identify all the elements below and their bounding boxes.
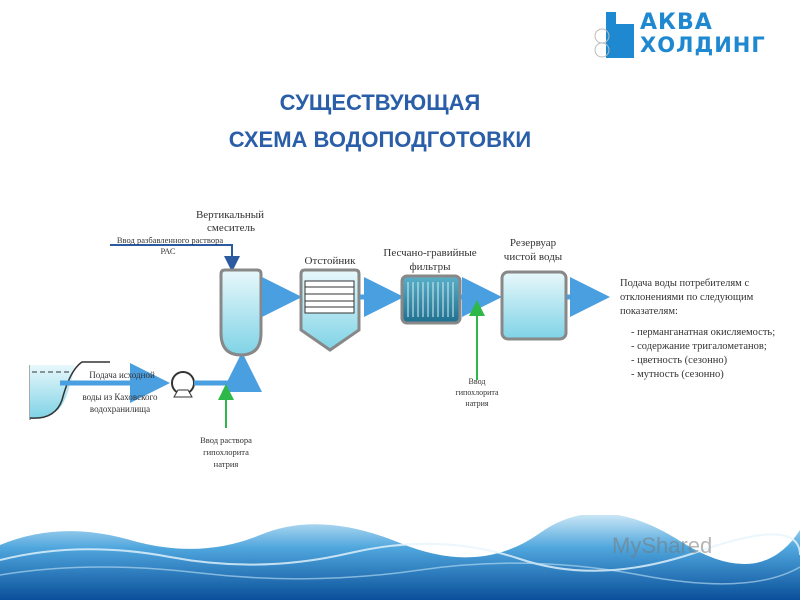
pipe-to-mixer [194, 352, 262, 392]
reservoir-label-2: чистой воды [504, 251, 563, 263]
source-label-3: водохранилища [90, 404, 150, 414]
pump-icon [171, 371, 195, 398]
hypo2-label-3: натрия [465, 399, 489, 408]
output-item: - перманганатная окисляемость; [631, 327, 775, 338]
filters-label-2: фильтры [410, 261, 452, 273]
hypo1-label-3: натрия [214, 459, 239, 469]
title-line2: СХЕМА ВОДОПОДГОТОВКИ [228, 127, 532, 152]
settler-label: Отстойник [305, 255, 357, 267]
settler [299, 268, 361, 352]
output-item: - содержание тригалометанов; [631, 341, 767, 352]
pac-arrow [110, 244, 240, 272]
hypo1-label-1: Ввод раствора [200, 435, 252, 445]
sand-gravel-filter [400, 274, 462, 325]
pac-label-2: РАС [160, 246, 175, 256]
pac-label-1: Ввод разбавленного раствора [117, 235, 223, 245]
logo-line2: ХОЛДИНГ [640, 33, 766, 57]
source-reservoir [29, 361, 110, 420]
vertical-mixer [219, 268, 263, 357]
output-line-1: Подача воды потребителям с [620, 278, 749, 289]
hypo2-label-2: гипохлорита [455, 388, 499, 397]
mixer-label-2: смеситель [207, 222, 255, 234]
mixer-label-1: Вертикальный [196, 209, 264, 221]
company-logo: АКВА ХОЛДИНГ [592, 10, 792, 62]
logo-line1: АКВА [640, 10, 713, 35]
clean-water-reservoir [500, 270, 568, 341]
logo-building-icon [594, 12, 634, 58]
output-item: - мутность (сезонно) [631, 369, 724, 380]
reservoir-label-1: Резервуар [510, 237, 557, 249]
hypo2-label-1: Ввод [469, 377, 486, 386]
output-line-3: показателям: [620, 306, 678, 317]
hypo1-label-2: гипохлорита [203, 447, 249, 457]
title-line1: СУЩЕСТВУЮЩАЯ [279, 90, 481, 115]
water-splash-decoration [0, 515, 800, 600]
filters-label-1: Песчано-гравийные [383, 247, 476, 259]
output-description: Подача воды потребителям с отклонениями … [620, 278, 775, 380]
output-item: - цветность (сезонно) [631, 355, 728, 366]
watermark: MyShared [612, 533, 713, 558]
output-line-2: отклонениями по следующим [620, 292, 754, 303]
source-label-2: воды из Каховского [82, 392, 158, 402]
source-label-1: Подача исходной [89, 370, 155, 380]
